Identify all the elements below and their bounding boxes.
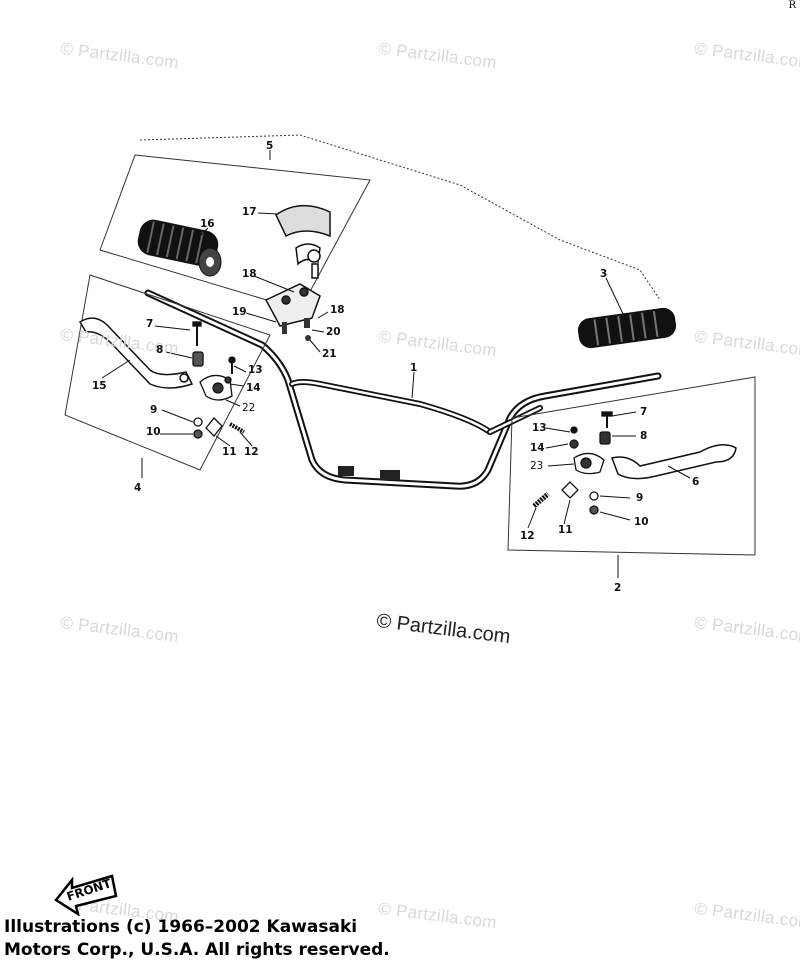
callout-23: 23	[530, 460, 544, 472]
left-small-parts	[192, 321, 245, 439]
callout-10-right: 10	[634, 516, 649, 528]
callout-7-right: 7	[640, 406, 648, 418]
handlebar	[144, 289, 662, 490]
callout-15: 15	[92, 380, 107, 392]
callout-3: 3	[600, 268, 608, 280]
throttle-clamp	[264, 283, 321, 341]
callout-20: 20	[326, 326, 341, 338]
callout-11-right: 11	[558, 524, 573, 536]
callout-11-left: 11	[222, 446, 237, 458]
callout-2: 2	[614, 582, 622, 594]
callout-17: 17	[242, 206, 257, 218]
callout-9-right: 9	[636, 492, 644, 504]
callout-8-left: 8	[156, 344, 164, 356]
copyright-notice: Illustrations (c) 1966–2002 Kawasaki Mot…	[4, 917, 390, 960]
callout-5: 5	[266, 140, 274, 152]
callout-6: 6	[692, 476, 700, 488]
callout-21: 21	[322, 348, 337, 360]
lever-left	[78, 317, 194, 389]
callout-13-left: 13	[248, 364, 263, 376]
callout-10-left: 10	[146, 426, 161, 438]
throttle-housing	[275, 205, 331, 279]
callout-18-b: 18	[330, 304, 345, 316]
callout-7-left: 7	[146, 318, 154, 330]
callout-18-a: 18	[242, 268, 257, 280]
callout-9-left: 9	[150, 404, 158, 416]
grip-left	[137, 219, 222, 277]
callout-14-left: 14	[246, 382, 261, 394]
corner-mark: R	[788, 0, 796, 11]
callout-14-right: 14	[530, 442, 545, 454]
callout-8-right: 8	[640, 430, 648, 442]
callout-4: 4	[134, 482, 142, 494]
callout-19: 19	[232, 306, 247, 318]
callout-13-right: 13	[532, 422, 547, 434]
callout-12-left: 12	[244, 446, 259, 458]
lever-right	[611, 444, 737, 480]
callout-16: 16	[200, 218, 215, 230]
grip-right	[577, 307, 677, 349]
callout-1: 1	[410, 362, 418, 374]
right-small-parts	[532, 411, 613, 515]
leader-lines	[101, 150, 691, 578]
callout-22: 22	[242, 402, 256, 414]
callout-12-right: 12	[520, 530, 535, 542]
front-arrow-icon	[54, 874, 118, 916]
group-outline	[64, 134, 756, 556]
